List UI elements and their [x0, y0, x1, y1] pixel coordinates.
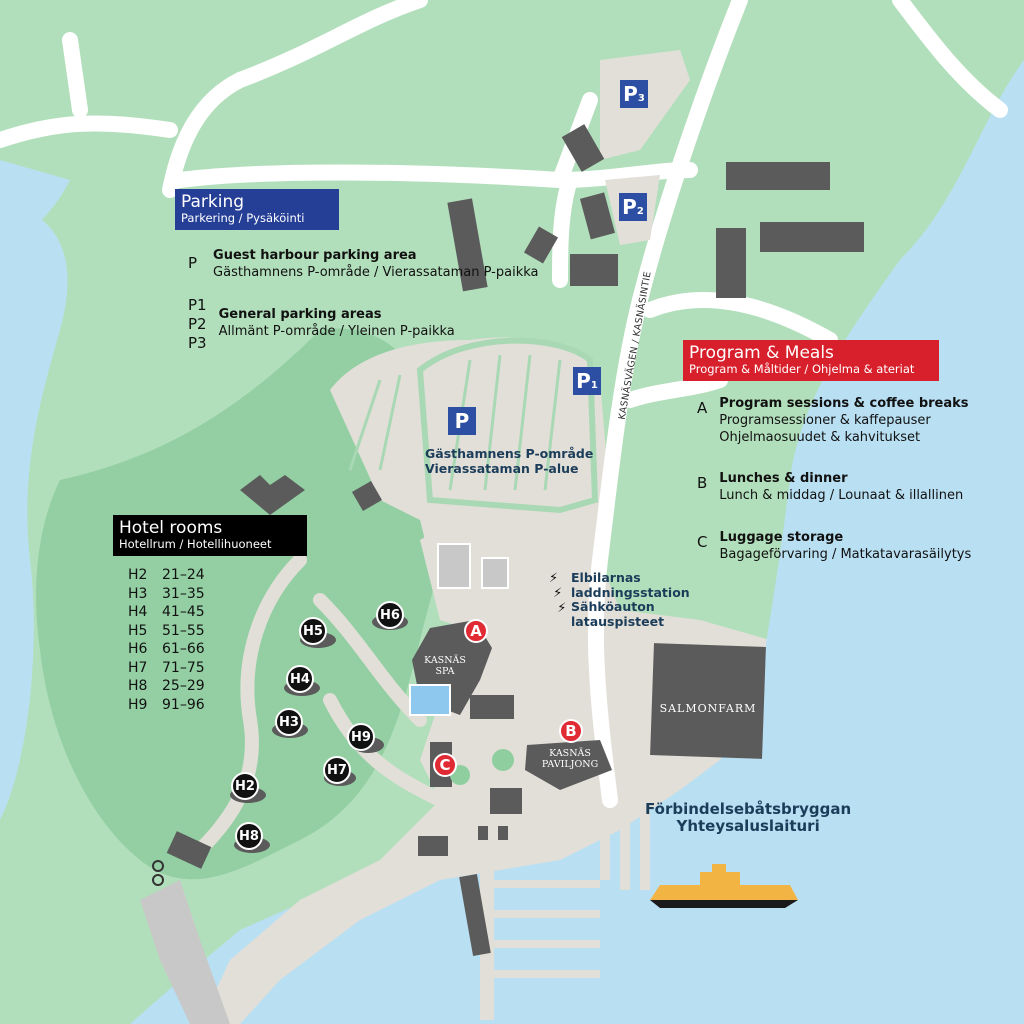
hotel-marker-h6[interactable]: H6 — [376, 601, 404, 629]
program-subtitle: Program & Måltider / Ohjelma & ateriat — [689, 362, 915, 377]
marker-b[interactable]: B — [559, 719, 583, 743]
legend-name: Program sessions & coffee breaks — [719, 396, 969, 411]
legend-code: P1 P2 P3 — [188, 296, 207, 352]
ferry-icon — [650, 864, 798, 908]
legend-translation: Gästhamnens P-område / Vierassataman P-p… — [213, 265, 539, 280]
parking-title: Parking — [181, 192, 245, 212]
legend-code: C — [697, 533, 708, 551]
legend-translation: Lunch & middag / Lounaat & illallinen — [719, 488, 964, 503]
parking-sign-p[interactable]: P — [448, 407, 476, 435]
hotel-marker-h2[interactable]: H2 — [231, 772, 259, 800]
legend-code: A — [697, 399, 708, 417]
parking-subtitle: Parkering / Pysäkö­inti — [181, 211, 305, 226]
hotel-marker-h5[interactable]: H5 — [299, 617, 327, 645]
hotel-marker-h4[interactable]: H4 — [286, 665, 314, 693]
hotel-subtitle: Hotellrum / Hotellihuoneet — [119, 537, 272, 552]
bottom-sea — [280, 60, 1024, 1024]
legend-translation: Programsessioner & kaffepauser — [719, 413, 931, 428]
salmonfarm-label: SALMONFARM — [659, 702, 757, 715]
hotel-marker-h7[interactable]: H7 — [323, 756, 351, 784]
hotel-title: Hotel rooms — [119, 518, 223, 538]
legend-code: P — [188, 254, 198, 272]
hotel-marker-h9[interactable]: H9 — [347, 723, 375, 751]
left-sea — [0, 205, 68, 820]
parking-legend-header: Parking Parkering / Pysäkö­inti — [175, 189, 339, 231]
buildings — [166, 124, 864, 956]
hotel-marker-h3[interactable]: H3 — [275, 708, 303, 736]
legend-name: Luggage storage — [719, 530, 844, 545]
legend-name: Lunches & dinner — [719, 471, 848, 486]
ev-charging-icon: ⚡ ⚡ ⚡ — [549, 571, 567, 616]
program-legend-header: Program & Meals Program & Måltider / Ohj… — [683, 340, 939, 382]
marker-a[interactable]: A — [464, 619, 488, 643]
marker-c[interactable]: C — [433, 753, 457, 777]
legend-translation: Allmänt P-område / Yleinen P-paikka — [218, 324, 455, 339]
hotel-legend-header: Hotel rooms Hotellrum / Hotellihuoneet — [113, 515, 307, 557]
legend-translation: Bagageförvaring / Matkatavarasäilytys — [719, 547, 972, 562]
hotel-marker-h8[interactable]: H8 — [235, 822, 263, 850]
legend-translation: Ohjelmaosuudet & kahvitukset — [719, 430, 921, 445]
legend-name: General parking areas — [218, 307, 382, 322]
paved-area — [200, 337, 780, 1024]
legend-name: Guest harbour parking area — [213, 248, 417, 263]
program-title: Program & Meals — [689, 343, 834, 363]
guest-parking-lot — [416, 337, 599, 514]
legend-code: B — [697, 474, 708, 492]
